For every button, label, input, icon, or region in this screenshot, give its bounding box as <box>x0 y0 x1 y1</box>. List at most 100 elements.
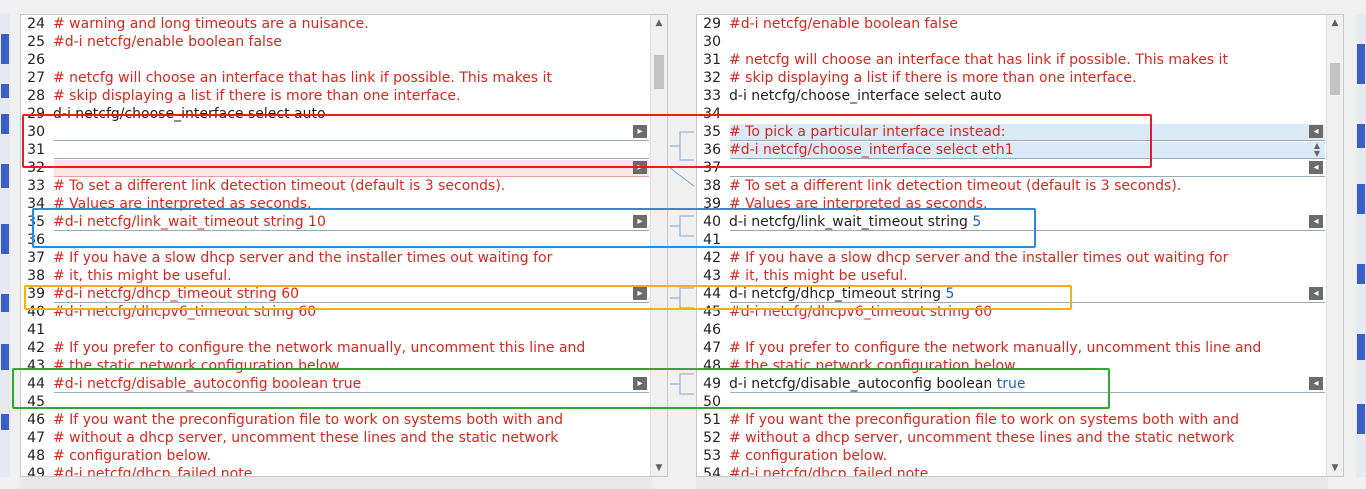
merge-left-icon[interactable]: ◂ <box>1309 161 1323 174</box>
code-line[interactable]: 53# configuration below. <box>697 447 1327 465</box>
line-number: 47 <box>703 340 721 356</box>
code-line[interactable]: 47# without a dhcp server, uncomment the… <box>21 429 651 447</box>
minimap-diff-marker <box>1 294 9 312</box>
spin-down-icon[interactable]: ▼ <box>1313 149 1321 158</box>
line-text: # skip displaying a list if there is mor… <box>729 70 1137 86</box>
code-line[interactable]: 33# To set a different link detection ti… <box>21 177 651 195</box>
left-scroll-thumb[interactable] <box>654 55 664 89</box>
code-line[interactable]: 27# netcfg will choose an interface that… <box>21 69 651 87</box>
line-number: 24 <box>27 16 45 32</box>
code-line[interactable]: 48# the static network configuration bel… <box>697 357 1327 375</box>
line-number: 54 <box>703 466 721 477</box>
left-overview-minimap[interactable] <box>0 14 10 477</box>
line-number: 49 <box>27 466 45 477</box>
code-line[interactable]: 31# netcfg will choose an interface that… <box>697 51 1327 69</box>
code-line[interactable]: 39#d-i netcfg/dhcp_timeout string 60▸ <box>21 285 651 303</box>
line-number: 47 <box>27 430 45 446</box>
code-line[interactable]: 38# To set a different link detection ti… <box>697 177 1327 195</box>
line-text: d-i netcfg/dhcp_timeout string <box>729 286 946 302</box>
left-horizontal-scrollbar[interactable] <box>20 477 652 489</box>
line-text: d-i netcfg/choose_interface select auto <box>729 88 1002 104</box>
merge-right-icon[interactable]: ▸ <box>633 125 647 138</box>
minimap-diff-marker <box>1357 264 1365 284</box>
code-line[interactable]: 50 <box>697 393 1327 411</box>
code-line[interactable]: 41 <box>697 231 1327 249</box>
code-line[interactable]: 43# the static network configuration bel… <box>21 357 651 375</box>
merge-right-icon[interactable]: ▸ <box>633 287 647 300</box>
code-line[interactable]: 48# configuration below. <box>21 447 651 465</box>
line-number: 46 <box>27 412 45 428</box>
code-line[interactable]: 34# Values are interpreted as seconds. <box>21 195 651 213</box>
merge-left-icon[interactable]: ◂ <box>1309 377 1323 390</box>
code-line[interactable]: 26 <box>21 51 651 69</box>
code-line[interactable]: 46# If you want the preconfiguration fil… <box>21 411 651 429</box>
code-line[interactable]: 52# without a dhcp server, uncomment the… <box>697 429 1327 447</box>
code-line[interactable]: 54#d-i netcfg/dhcp_failed note <box>697 465 1327 477</box>
code-line[interactable]: 47# If you prefer to configure the netwo… <box>697 339 1327 357</box>
merge-right-icon[interactable]: ▸ <box>633 215 647 228</box>
code-line[interactable]: 46 <box>697 321 1327 339</box>
code-line[interactable]: 44#d-i netcfg/disable_autoconfig boolean… <box>21 375 651 393</box>
code-line[interactable]: 35# To pick a particular interface inste… <box>697 123 1327 141</box>
code-line[interactable]: 31 <box>21 141 651 159</box>
right-overview-minimap[interactable] <box>1356 14 1366 477</box>
minimap-diff-marker <box>1357 184 1365 214</box>
scroll-down-icon[interactable]: ▼ <box>1331 463 1339 473</box>
code-line[interactable]: 37◂ <box>697 159 1327 177</box>
code-line[interactable]: 25#d-i netcfg/enable boolean false <box>21 33 651 51</box>
code-line[interactable]: 30 <box>697 33 1327 51</box>
scroll-down-icon[interactable]: ▼ <box>655 463 663 473</box>
code-line[interactable]: 32# skip displaying a list if there is m… <box>697 69 1327 87</box>
line-text: # To set a different link detection time… <box>729 178 1182 194</box>
code-line[interactable]: 49 #d-i netcfg/dhcp_failed note <box>21 465 651 477</box>
right-horizontal-scrollbar[interactable] <box>696 477 1328 489</box>
diff-highlight <box>54 286 649 303</box>
code-line[interactable]: 36#d-i netcfg/choose_interface select et… <box>697 141 1327 159</box>
code-line[interactable]: 24# warning and long timeouts are a nuis… <box>21 15 651 33</box>
annotation-box-blue <box>32 208 1036 248</box>
code-line[interactable]: 42# If you have a slow dhcp server and t… <box>697 249 1327 267</box>
left-vertical-scrollbar[interactable]: ▲ ▼ <box>650 15 667 476</box>
code-line[interactable]: 41 <box>21 321 651 339</box>
code-line[interactable]: 35#d-i netcfg/link_wait_timeout string 1… <box>21 213 651 231</box>
right-scroll-thumb[interactable] <box>1330 63 1340 95</box>
line-number: 42 <box>27 340 45 356</box>
code-line[interactable]: 38# it, this might be useful. <box>21 267 651 285</box>
diff-highlight <box>54 142 649 159</box>
code-line[interactable]: 51# If you want the preconfiguration fil… <box>697 411 1327 429</box>
right-vertical-scrollbar[interactable]: ▲ ▼ <box>1326 15 1343 476</box>
scroll-up-icon[interactable]: ▲ <box>1331 18 1339 28</box>
code-line[interactable]: 28# skip displaying a list if there is m… <box>21 87 651 105</box>
line-text: #d-i netcfg/dhcp_failed note <box>53 466 253 477</box>
merge-left-icon[interactable]: ◂ <box>1309 125 1323 138</box>
diff-highlight <box>730 376 1325 393</box>
line-text: #d-i netcfg/choose_interface select eth1 <box>729 142 1014 158</box>
spinner-icon[interactable]: ▲▼ <box>1311 142 1323 158</box>
line-number: 41 <box>703 232 721 248</box>
merge-right-icon[interactable]: ▸ <box>633 377 647 390</box>
code-line[interactable]: 45 <box>21 393 651 411</box>
code-line[interactable]: 37# If you have a slow dhcp server and t… <box>21 249 651 267</box>
line-number: 39 <box>27 286 45 302</box>
left-editor-pane[interactable]: 24# warning and long timeouts are a nuis… <box>20 14 668 477</box>
scroll-up-icon[interactable]: ▲ <box>655 18 663 28</box>
spin-up-icon[interactable]: ▲ <box>1313 141 1321 150</box>
line-number: 45 <box>27 394 45 410</box>
code-line[interactable]: 30▸ <box>21 123 651 141</box>
diff-highlight <box>730 124 1325 141</box>
merge-left-icon[interactable]: ◂ <box>1309 215 1323 228</box>
code-line[interactable]: 42# If you prefer to configure the netwo… <box>21 339 651 357</box>
code-line[interactable]: 36 <box>21 231 651 249</box>
diff-highlight <box>730 160 1325 177</box>
merge-left-icon[interactable]: ◂ <box>1309 287 1323 300</box>
code-line[interactable]: 43# it, this might be useful. <box>697 267 1327 285</box>
annotation-box-yellow <box>24 285 1072 310</box>
line-number: 48 <box>27 448 45 464</box>
code-line[interactable]: 29#d-i netcfg/enable boolean false <box>697 15 1327 33</box>
